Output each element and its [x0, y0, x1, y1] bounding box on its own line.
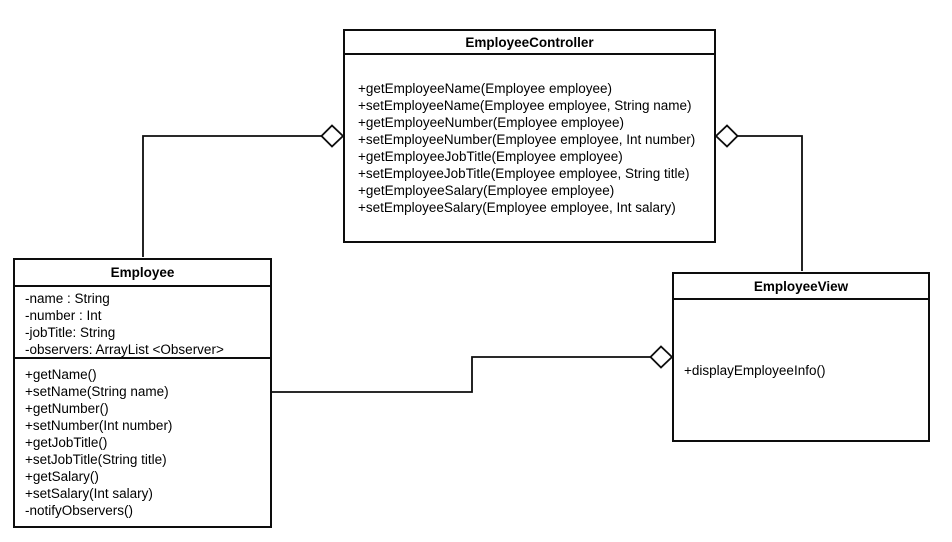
class-title-employee: Employee	[15, 260, 270, 287]
method-item: +getSalary()	[25, 469, 99, 484]
method-item: -notifyObservers()	[25, 503, 134, 518]
method-item: +getEmployeeJobTitle(Employee employee)	[358, 149, 623, 164]
methods-section-employee-view: +displayEmployeeInfo()	[674, 300, 928, 440]
method-item: +getJobTitle()	[25, 435, 108, 450]
attribute-item: -number : Int	[25, 308, 102, 323]
aggregation-line-controller-employee	[142, 135, 322, 257]
method-item: +getEmployeeSalary(Employee employee)	[358, 183, 615, 198]
methods-section-employee: +getName() +setName(String name) +getNum…	[15, 359, 270, 526]
method-item: +setSalary(Int salary)	[25, 486, 153, 501]
method-item: +setEmployeeSalary(Employee employee, In…	[358, 200, 676, 215]
class-shape-employee-controller[interactable]: EmployeeController +getEmployeeName(Empl…	[343, 29, 716, 243]
class-shape-employee[interactable]: Employee -name : String -number : Int -j…	[13, 258, 272, 528]
class-title-employee-view: EmployeeView	[674, 274, 928, 300]
aggregation-diamond-controller-employee	[320, 124, 345, 148]
method-item: +setEmployeeNumber(Employee employee, In…	[358, 132, 696, 147]
aggregation-diamond-view-employee	[649, 345, 674, 369]
method-item: +setEmployeeName(Employee employee, Stri…	[358, 98, 692, 113]
attributes-section-employee: -name : String -number : Int -jobTitle: …	[15, 287, 270, 359]
class-title-employee-controller: EmployeeController	[345, 31, 714, 55]
method-item: +getEmployeeName(Employee employee)	[358, 81, 613, 96]
attribute-item: -name : String	[25, 291, 110, 306]
method-item: +displayEmployeeInfo()	[684, 362, 826, 378]
aggregation-line-controller-view	[737, 135, 803, 271]
attribute-item: -jobTitle: String	[25, 325, 116, 340]
attribute-item: -observers: ArrayList <Observer>	[25, 342, 224, 357]
methods-section-employee-controller: +getEmployeeName(Employee employee) +set…	[345, 55, 714, 241]
method-item: +setJobTitle(String title)	[25, 452, 167, 467]
method-item: +getNumber()	[25, 401, 109, 416]
class-shape-employee-view[interactable]: EmployeeView +displayEmployeeInfo()	[672, 272, 930, 442]
method-item: +getEmployeeNumber(Employee employee)	[358, 115, 625, 130]
method-item: +getName()	[25, 367, 97, 382]
method-item: +setEmployeeJobTitle(Employee employee, …	[358, 166, 690, 181]
aggregation-diamond-controller-view	[714, 124, 739, 148]
aggregation-line-view-employee	[272, 356, 651, 393]
method-item: +setNumber(Int number)	[25, 418, 173, 433]
method-item: +setName(String name)	[25, 384, 169, 399]
